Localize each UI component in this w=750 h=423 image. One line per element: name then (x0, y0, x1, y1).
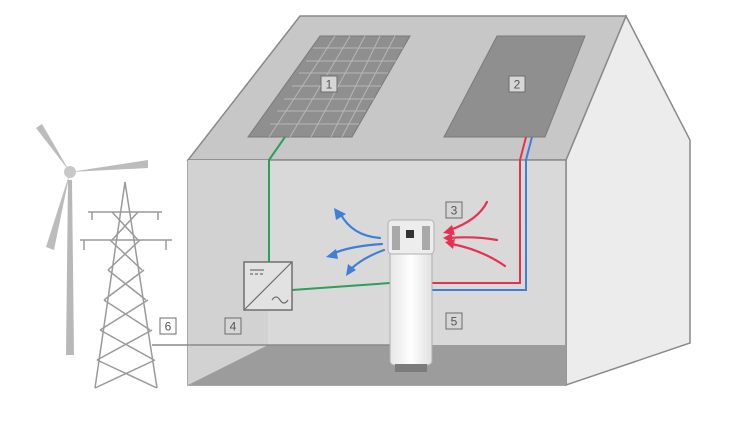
heat-pump-unit (387, 219, 435, 372)
cold-water-pipe (432, 136, 533, 291)
label-4-text: 4 (230, 320, 237, 334)
label-2: 2 (508, 75, 526, 93)
label-3: 3 (445, 201, 463, 219)
hot-water-pipe (432, 136, 527, 284)
wind-turbine-icon (36, 124, 148, 355)
cool-air-arrows-icon (326, 208, 386, 276)
label-1: 1 (320, 75, 338, 93)
label-1-text: 1 (326, 78, 333, 92)
inverter-icon (243, 261, 293, 311)
house-inner-shade (188, 160, 268, 385)
label-6-text: 6 (165, 320, 172, 334)
label-3-text: 3 (451, 204, 458, 218)
pv-cable (268, 136, 286, 262)
label-6: 6 (159, 317, 177, 335)
label-5-text: 5 (451, 315, 458, 329)
label-2-text: 2 (514, 78, 521, 92)
house-floor (188, 345, 566, 385)
label-4: 4 (224, 317, 242, 335)
warm-air-arrows-icon (443, 200, 507, 268)
solar-panel-grid (268, 35, 403, 138)
label-5: 5 (445, 312, 463, 330)
inverter-to-heatpump-cable (291, 282, 391, 291)
power-pylon-icon (80, 181, 172, 389)
